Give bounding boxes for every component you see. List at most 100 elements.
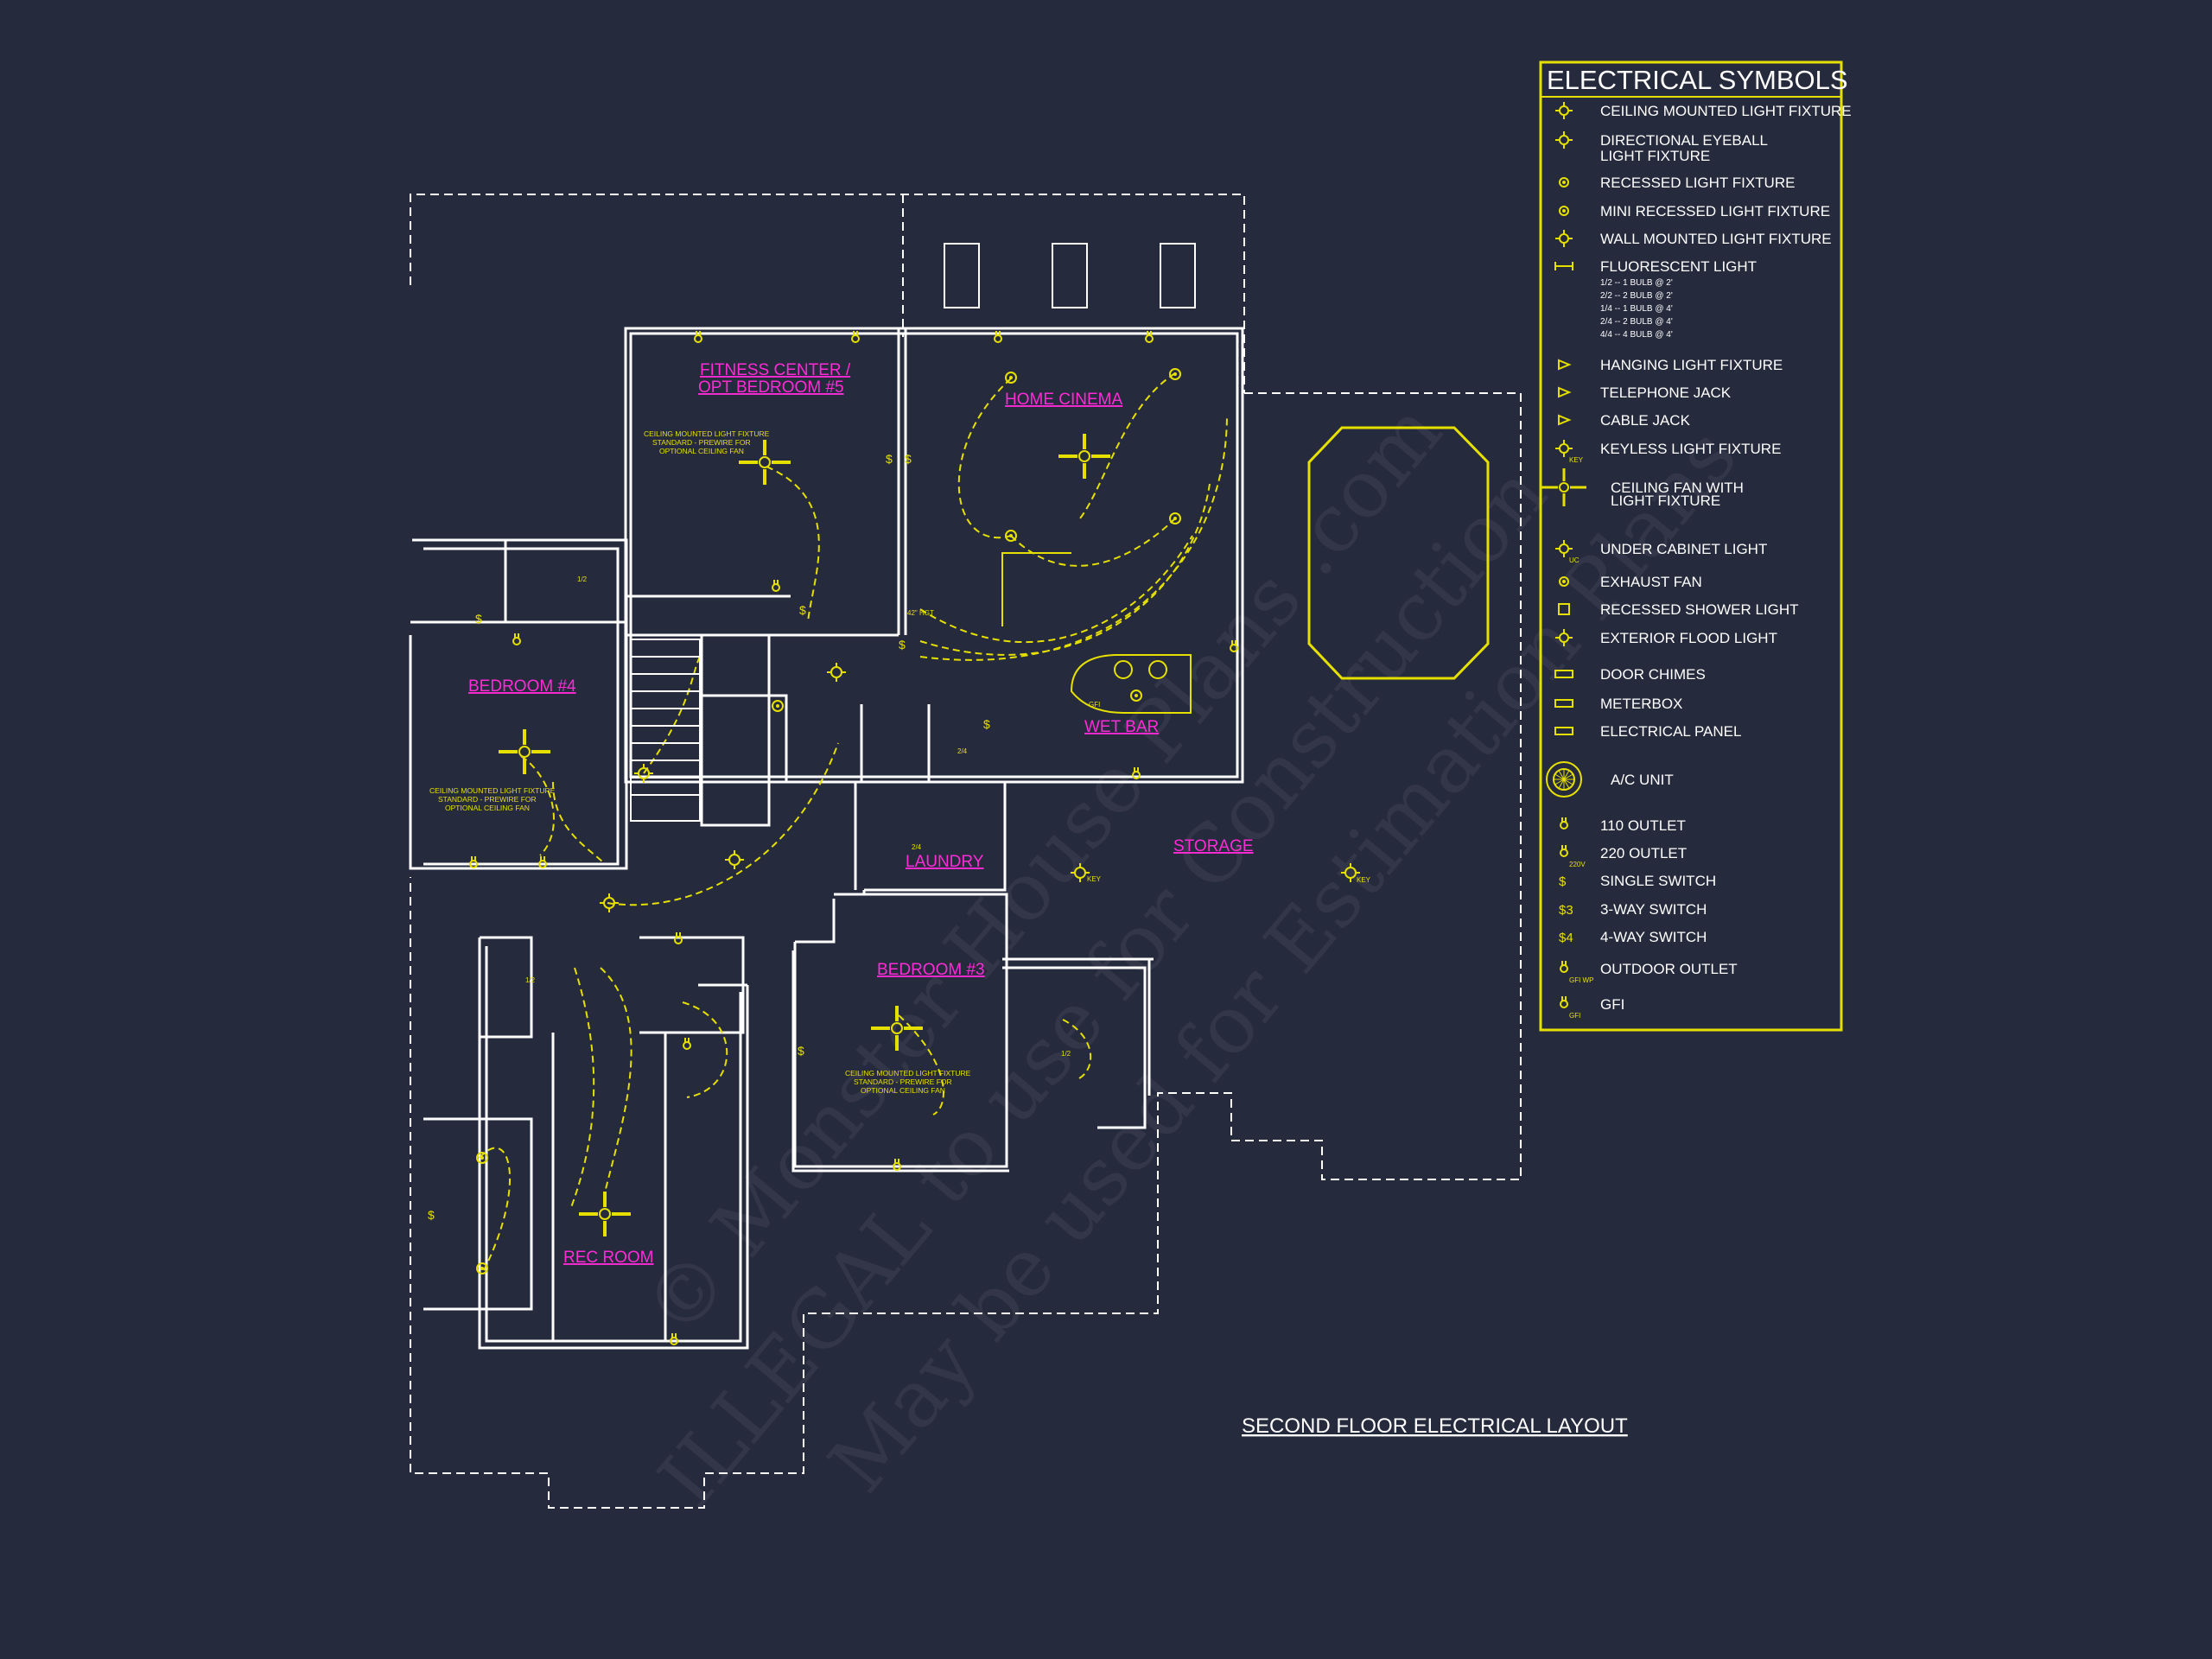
ceiling-fan-icon (1541, 468, 1586, 506)
outdoor-outlet-icon (1560, 961, 1568, 973)
ceiling-light-icon (1555, 102, 1573, 119)
mini-recessed-light-icon (1559, 206, 1569, 216)
small-annotations: KEY KEY 2/4 1/2 1/2 1/2 2/4 GFI 42" HGT (525, 575, 1371, 1058)
ceiling-fan-icon (577, 1190, 632, 1238)
cable-jack-icon (1558, 414, 1572, 426)
legend-item: 110 OUTLET (1560, 817, 1686, 834)
legend-label: 110 OUTLET (1600, 817, 1686, 834)
legend-tag: 220V (1569, 861, 1586, 868)
legend-label: SINGLE SWITCH (1600, 873, 1716, 889)
single-switch-icon (983, 717, 990, 731)
skylights (944, 243, 1196, 308)
legend-tag: GFI WP (1569, 976, 1593, 984)
legend-tag: UC (1569, 556, 1580, 564)
legend-item: $ SINGLE SWITCH (1559, 873, 1716, 889)
legend-label: A/C UNIT (1611, 772, 1674, 788)
ceiling-notes: CEILING MOUNTED LIGHT FIXTURE STANDARD -… (429, 429, 971, 1095)
hanging-light-icon (1558, 359, 1572, 371)
outlet-110-icon (512, 632, 521, 645)
fluorescent-tag: 1/2 (1061, 1050, 1071, 1058)
single-switch-icon (475, 612, 482, 626)
keyless-tag: KEY (1357, 876, 1371, 884)
stairs (630, 639, 701, 822)
outlet-110-icon (1560, 817, 1568, 830)
legend-label: KEYLESS LIGHT FIXTURE (1600, 441, 1781, 457)
legend-item: A/C UNIT (1546, 761, 1674, 798)
legend-tag: GFI (1569, 1012, 1580, 1020)
ceiling-fan-icon (1057, 432, 1112, 480)
legend-label: 3-WAY SWITCH (1600, 901, 1707, 918)
legend-label: CEILING FAN WITH (1611, 480, 1744, 496)
fluorescent-light-icon (1554, 262, 1573, 270)
recessed-light-icon (1559, 177, 1569, 188)
legend-title: ELECTRICAL SYMBOLS (1547, 65, 1848, 95)
legend-sublabel: 1/4 -- 1 BULB @ 4' (1600, 304, 1673, 314)
legend-item: EXHAUST FAN (1559, 574, 1702, 590)
single-switch-icon: $ (1559, 874, 1567, 889)
keyless-tag: KEY (1087, 875, 1102, 883)
room-label-rec-room: REC ROOM (563, 1249, 654, 1267)
gfi-icon (1560, 996, 1568, 1008)
circuits (479, 372, 1228, 1271)
room-label-bedroom-3: BEDROOM #3 (877, 961, 985, 979)
legend-sublabel: 2/4 -- 2 BULB @ 4' (1600, 317, 1673, 327)
legend-label: FLUORESCENT LIGHT (1600, 258, 1757, 275)
legend-item: ELECTRICAL PANEL (1554, 723, 1741, 740)
legend-item: CABLE JACK (1558, 412, 1691, 429)
legend-items: CEILING MOUNTED LIGHT FIXTURE DIRECTIONAL… (1541, 102, 1852, 1020)
single-switch-icon (428, 1208, 435, 1222)
legend-item: EXTERIOR FLOOD LIGHT (1555, 629, 1777, 646)
room-label-bedroom-4: BEDROOM #4 (468, 677, 576, 696)
outlet-110-icon (469, 855, 478, 868)
legend-item: RECESSED LIGHT FIXTURE (1559, 175, 1795, 191)
recessed-light-icon (1169, 368, 1181, 380)
legend-item: MINI RECESSED LIGHT FIXTURE (1559, 203, 1830, 219)
legend-item: WALL MOUNTED LIGHT FIXTURE (1555, 230, 1832, 247)
room-label-fitness: FITNESS CENTER / (700, 361, 851, 379)
gfi-tag: GFI (1089, 701, 1100, 709)
legend-item: CEILING MOUNTED LIGHT FIXTURE (1555, 102, 1852, 119)
legend-label: TELEPHONE JACK (1600, 385, 1732, 401)
legend-label: DIRECTIONAL EYEBALL (1600, 132, 1768, 149)
legend-label: WALL MOUNTED LIGHT FIXTURE (1600, 231, 1832, 247)
ceiling-note-line2: STANDARD - PREWIRE FOR (854, 1077, 952, 1086)
single-switch-icon (798, 1044, 804, 1058)
legend-label-line2: LIGHT FIXTURE (1600, 148, 1710, 164)
shower-light-icon (1558, 603, 1570, 615)
ceiling-note-line2: STANDARD - PREWIRE FOR (652, 438, 751, 447)
legend-label: EXHAUST FAN (1600, 574, 1702, 590)
telephone-jack-icon (1558, 386, 1572, 398)
legend-label: UNDER CABINET LIGHT (1600, 541, 1767, 557)
legend-item: HANGING LIGHT FIXTURE (1558, 357, 1783, 373)
outlet-110-icon (683, 1037, 691, 1050)
four-way-switch-icon: $4 (1559, 931, 1573, 945)
legend-label-line2: LIGHT FIXTURE (1611, 493, 1720, 509)
exhaust-fan-icon (1559, 576, 1569, 587)
three-way-switch-icon (899, 638, 906, 652)
legend-panel: ELECTRICAL SYMBOLS CEILING MOUNTED LIGHT… (1539, 60, 1852, 1032)
door-chimes-icon (1554, 670, 1573, 678)
meterbox-icon (1554, 699, 1573, 708)
recessed-light-icon (1005, 530, 1017, 542)
outlet-110-icon (772, 579, 780, 592)
legend-label: 220 OUTLET (1600, 845, 1687, 861)
single-switch-icon (799, 603, 806, 617)
room-label-wet-bar: WET BAR (1084, 718, 1159, 736)
height-tag: 42" HGT (907, 609, 934, 617)
legend-label: CABLE JACK (1600, 412, 1691, 429)
ac-unit-icon (1546, 761, 1582, 798)
legend-sublabel: 4/4 -- 4 BULB @ 4' (1600, 330, 1673, 340)
legend-label: METERBOX (1600, 696, 1682, 712)
ceiling-fan-icon (497, 728, 552, 776)
room-label-laundry: LAUNDRY (906, 853, 984, 871)
ceiling-note-line3: OPTIONAL CEILING FAN (445, 804, 530, 812)
legend-sublabel: 1/2 -- 1 BULB @ 2' (1600, 278, 1673, 288)
